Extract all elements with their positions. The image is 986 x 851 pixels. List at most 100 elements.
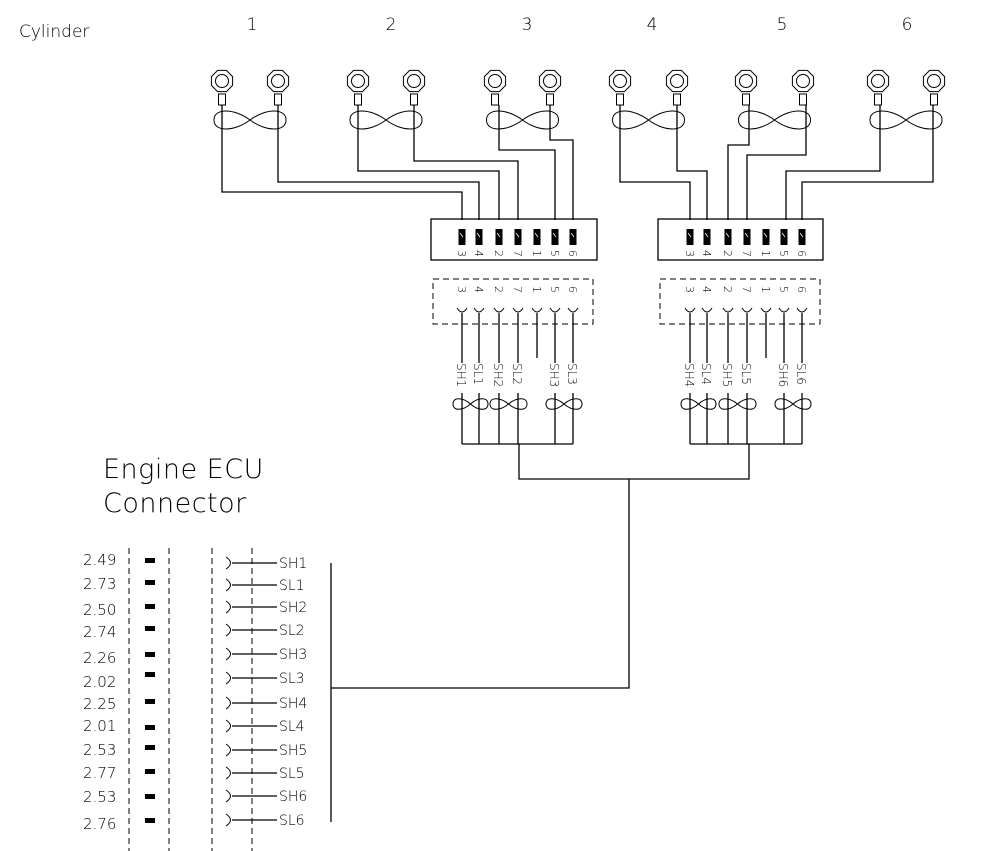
connector-housing (657, 218, 824, 261)
ecu-pin-number: 2.76 (83, 815, 116, 833)
twisted-pair-icon (349, 110, 423, 130)
sensor-terminal (874, 93, 882, 106)
knock-sensor-icon (402, 69, 426, 106)
pin-number-label: 4 (700, 250, 713, 257)
sensor-terminal (218, 93, 226, 106)
sensor-terminal (491, 93, 499, 106)
sensor-pair-cyl-2 (346, 69, 426, 130)
connector-pin-icon (703, 229, 711, 245)
connector-pin-icon (743, 229, 751, 245)
connector-pin-icon (569, 229, 577, 245)
ecu-signal-label: SH3 (279, 647, 307, 663)
ecu-signal-label: SL5 (279, 766, 305, 782)
socket-icon (456, 307, 468, 313)
sensor-hex-body (266, 69, 290, 93)
twisted-pair-icon (774, 398, 812, 410)
socket-icon (549, 307, 561, 313)
mating-pin-number-label: 2 (721, 286, 734, 293)
pin-mark (496, 232, 501, 238)
ecu-pin-number: 2.53 (83, 788, 116, 806)
knock-sensor-icon (922, 69, 946, 106)
ecu-pin-icon (145, 652, 155, 657)
sensor-harness-wires (221, 105, 934, 220)
mating-pin-number-label: 7 (740, 286, 753, 293)
connector-pin-icon (533, 229, 541, 245)
ecu-pin-icon (145, 794, 155, 799)
pin-mark (534, 232, 539, 238)
mating-pin-number-label: 2 (492, 286, 505, 293)
pin-mark (570, 232, 575, 238)
wire-cyl2-a (357, 105, 500, 220)
twisted-pair-icon (718, 398, 757, 410)
twisted-pair-icon (489, 398, 528, 410)
pin-mark (744, 232, 749, 238)
knock-sensor-icon (266, 69, 290, 106)
ecu-signal-label: SH6 (279, 789, 307, 805)
sensor-hex-body (608, 69, 632, 93)
socket-icon (225, 766, 231, 780)
ecu-title-line1: Engine ECU (103, 454, 264, 485)
knock-sensors (210, 69, 946, 130)
cylinder-label-2: 2 (386, 15, 397, 35)
signal-label-sl6: SL6 (794, 363, 808, 385)
knock-sensor-icon (791, 69, 815, 106)
pin-number-label: 7 (740, 250, 753, 257)
cylinder-heading: Cylinder (19, 22, 89, 42)
ecu-pin-number: 2.73 (83, 575, 116, 593)
knock-sensor-icon (483, 69, 507, 106)
connector-housing (430, 218, 598, 261)
ecu-pin-number: 2.50 (83, 601, 116, 619)
mating-pin-number-label: 4 (700, 286, 713, 293)
ecu-pin-icon (145, 558, 155, 563)
mating-pin-number-label: 3 (455, 286, 468, 293)
sensor-ring (796, 74, 810, 88)
pin-mark (687, 232, 692, 238)
connector-pin-icon (495, 229, 503, 245)
mating-connector-outline (432, 278, 594, 325)
mating-pin-number-label: 5 (777, 286, 790, 293)
cylinder-label-3: 3 (522, 15, 533, 35)
ecu-pin-icon (145, 745, 155, 750)
wire-cyl2-b (413, 105, 519, 220)
pin-number-label: 6 (566, 250, 579, 257)
ecu-signal-label: SH4 (279, 696, 307, 712)
ecu-pin-number: 2.02 (83, 673, 116, 691)
cylinder-label-4: 4 (647, 15, 658, 35)
twisted-pair-icon (869, 110, 943, 130)
mating-connector-outline (659, 278, 821, 325)
socket-icon (531, 307, 543, 313)
sensor-ring (271, 74, 285, 88)
connector-pin-icon (762, 229, 770, 245)
wire-cyl3-a (498, 105, 556, 220)
ecu-pin-icon (145, 604, 155, 609)
sensor-hex-body (734, 69, 758, 93)
mating-pin-number-label: 1 (530, 286, 543, 293)
knock-sensor-icon (346, 69, 370, 106)
wire-cyl6-a (785, 105, 881, 220)
sensor-ring (739, 74, 753, 88)
socket-icon (225, 696, 231, 710)
pin-mark (725, 232, 730, 238)
signal-label-sh4: SH4 (682, 363, 696, 387)
socket-icon (225, 789, 231, 803)
ecu-pin-icon (145, 672, 155, 677)
signal-label-sl1: SL1 (471, 363, 485, 385)
sensor-pair-cyl-1 (210, 69, 290, 130)
socket-icon (796, 307, 808, 313)
signal-label-sh5: SH5 (720, 363, 734, 387)
connector-pin-icon (724, 229, 732, 245)
connector-pin-icon (798, 229, 806, 245)
twisted-pair-icon (680, 398, 717, 410)
sensor-hex-body (402, 69, 426, 93)
socket-icon (225, 647, 231, 661)
sensor-ring (351, 74, 365, 88)
sensor-hex-body (346, 69, 370, 93)
